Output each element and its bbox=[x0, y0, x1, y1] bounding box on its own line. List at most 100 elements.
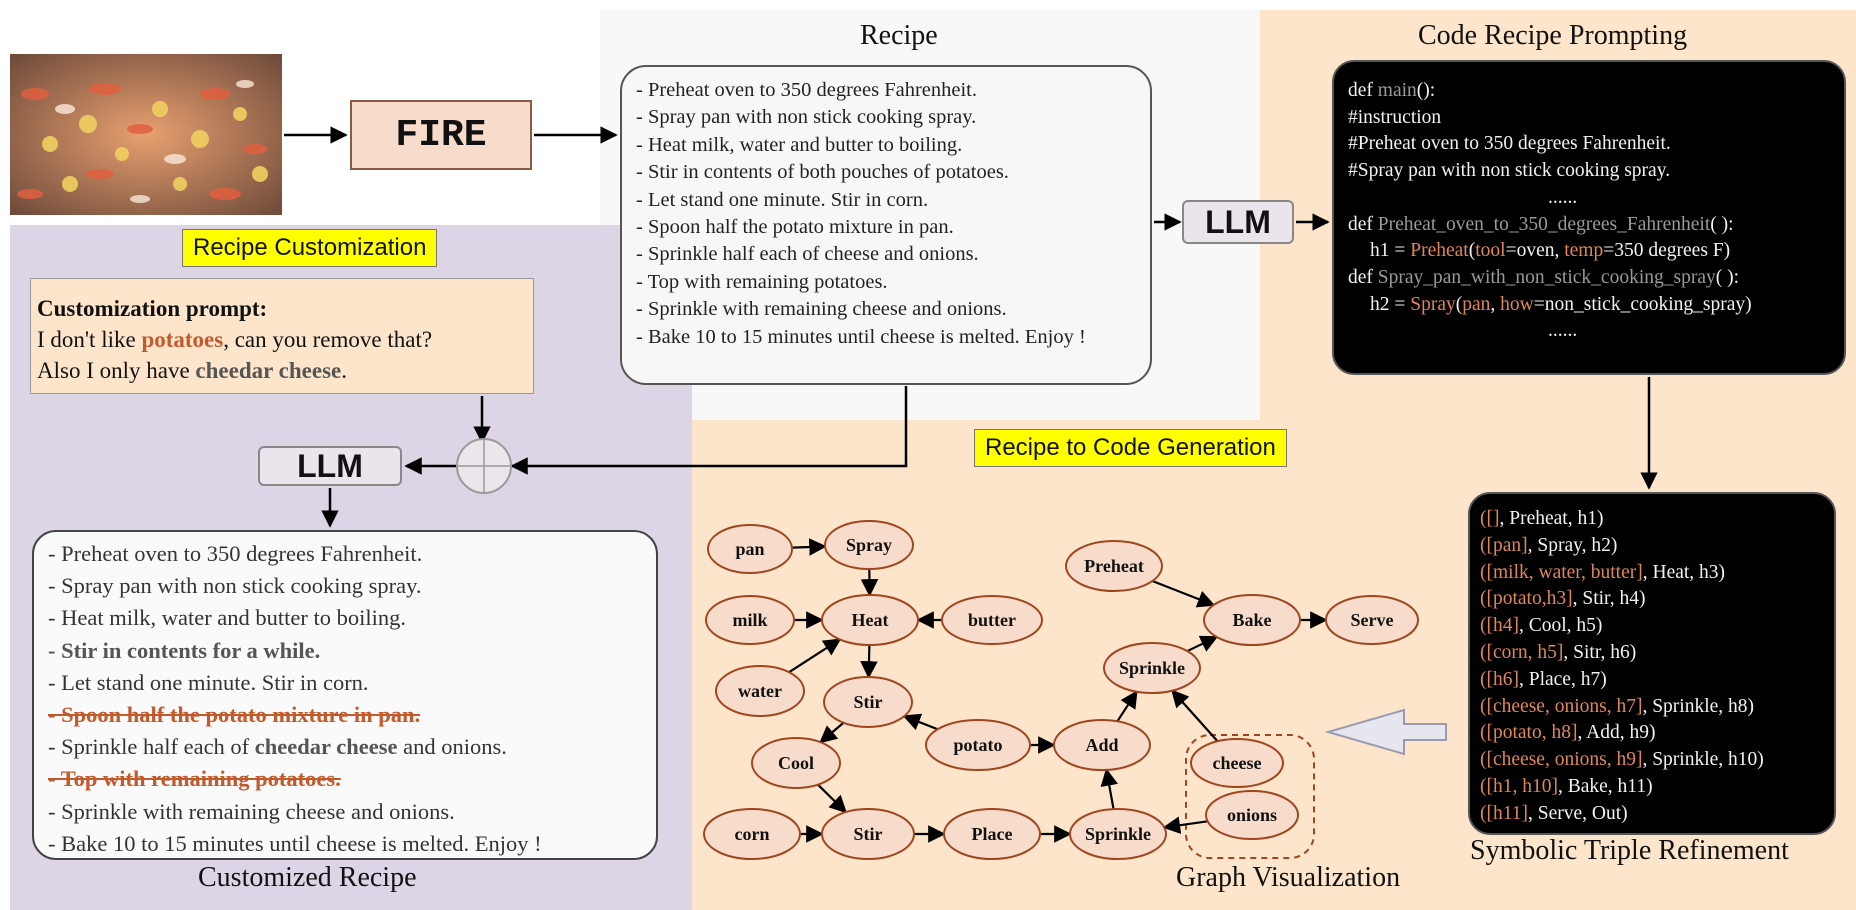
prompt-line: I don't like potatoes, can you remove th… bbox=[37, 327, 433, 352]
customized-recipe-title: Customized Recipe bbox=[198, 862, 417, 893]
symbolic-triple-title: Symbolic Triple Refinement bbox=[1470, 835, 1789, 866]
symbolic-triples-box: ([], Preheat, h1) ([pan], Spray, h2) ([m… bbox=[1468, 492, 1836, 835]
graph-node-bake: Bake bbox=[1203, 594, 1301, 646]
custom-line: - Sprinkle with remaining cheese and oni… bbox=[48, 798, 455, 824]
code-line: #Preheat oven to 350 degrees Fahrenheit. bbox=[1348, 133, 1671, 155]
graph-node-label: Add bbox=[1085, 735, 1118, 755]
graph-edge-preheat-bake bbox=[1151, 579, 1216, 608]
arrow-recipe-to-combiner bbox=[510, 386, 908, 475]
food-image bbox=[10, 54, 282, 215]
refine-arrow-icon bbox=[1324, 708, 1447, 756]
graph-node-sprinkle2: Sprinkle bbox=[1103, 642, 1201, 694]
triple-line: ([h11], Serve, Out) bbox=[1480, 802, 1628, 824]
recipe-line: - Top with remaining potatoes. bbox=[636, 270, 888, 293]
graph-node-water: water bbox=[715, 665, 805, 717]
customized-recipe-box: - Preheat oven to 350 degrees Fahrenheit… bbox=[32, 530, 658, 860]
graph-node-sprinkle1: Sprinkle bbox=[1069, 808, 1167, 860]
graph-node-label: milk bbox=[732, 610, 767, 630]
code-line: def Preheat_oven_to_350_degrees_Fahrenhe… bbox=[1348, 213, 1734, 235]
graph-node-label: Place bbox=[972, 824, 1013, 844]
code-line: #instruction bbox=[1348, 106, 1442, 128]
prompt-heading: Customization prompt: bbox=[37, 296, 268, 321]
recipe-line: - Spray pan with non stick cooking spray… bbox=[636, 106, 977, 129]
code-line: def main(): bbox=[1348, 80, 1436, 101]
graph-node-label: potato bbox=[954, 735, 1003, 755]
graph-node-label: Sprinkle bbox=[1119, 658, 1185, 678]
code-line: h2 = Spray(pan, how=non_stick_cooking_sp… bbox=[1370, 293, 1752, 315]
custom-line: - Preheat oven to 350 degrees Fahrenheit… bbox=[48, 541, 423, 566]
code-recipe-box: def main(): #instruction #Preheat oven t… bbox=[1332, 60, 1846, 375]
fire-model-box: FIRE bbox=[350, 100, 532, 170]
triple-line: ([potato, h8], Add, h9) bbox=[1480, 722, 1656, 744]
code-line: #Spray pan with non stick cooking spray. bbox=[1348, 160, 1671, 182]
triple-line: ([cheese, onions, h9], Sprinkle, h10) bbox=[1480, 749, 1764, 771]
graph-edge-cool-stir2 bbox=[817, 783, 848, 814]
recipe-line: - Bake 10 to 15 minutes until cheese is … bbox=[636, 325, 1086, 348]
combiner-circle bbox=[456, 438, 512, 494]
code-line: ...... bbox=[1548, 320, 1578, 342]
graph-node-label: Sprinkle bbox=[1085, 824, 1151, 844]
custom-line: - Stir in contents for a while. bbox=[48, 637, 321, 663]
graph-node-label: pan bbox=[735, 539, 764, 559]
recipe-line: - Sprinkle half each of cheese and onion… bbox=[636, 243, 979, 266]
triple-line: ([h1, h10], Bake, h11) bbox=[1480, 775, 1653, 797]
graph-node-label: Preheat bbox=[1084, 556, 1144, 576]
graph-node-onions: onions bbox=[1205, 790, 1299, 840]
customization-prompt-box: Customization prompt: I don't like potat… bbox=[30, 278, 534, 394]
code-line: h1 = Preheat(tool=oven, temp=350 degrees… bbox=[1370, 240, 1731, 262]
graph-node-label: Cool bbox=[778, 753, 814, 773]
graph-node-serve: Serve bbox=[1325, 595, 1419, 645]
triple-line: ([pan], Spray, h2) bbox=[1480, 534, 1618, 556]
custom-line: - Heat milk, water and butter to boiling… bbox=[48, 605, 407, 631]
code-line: def Spray_pan_with_non_stick_cooking_spr… bbox=[1348, 266, 1740, 288]
recipe-to-code-label: Recipe to Code Generation bbox=[974, 429, 1287, 467]
graph-node-label: Stir bbox=[854, 824, 883, 844]
recipe-title: Recipe bbox=[860, 20, 938, 51]
graph-node-label: Serve bbox=[1351, 610, 1394, 630]
graph-edge-add-sprinkle2 bbox=[1116, 690, 1138, 722]
custom-line: - Top with remaining potatoes. bbox=[48, 766, 341, 792]
recipe-line: - Sprinkle with remaining cheese and oni… bbox=[636, 298, 1007, 321]
graph-node-pan: pan bbox=[707, 524, 793, 574]
recipe-line: - Heat milk, water and butter to boiling… bbox=[636, 133, 963, 156]
recipe-line: - Let stand one minute. Stir in corn. bbox=[636, 188, 929, 211]
graph-edge-potato-stir1 bbox=[902, 713, 939, 731]
graph-edge-cheese-sprinkle2 bbox=[1171, 689, 1219, 742]
custom-line: - Spoon half the potato mixture in pan. bbox=[48, 702, 421, 728]
graph-node-preheat: Preheat bbox=[1065, 540, 1163, 592]
graph-edge-sprinkle1-add bbox=[1100, 768, 1118, 810]
graph-visualization-title: Graph Visualization bbox=[1176, 862, 1401, 893]
cheese-onions-group bbox=[1185, 734, 1315, 859]
graph-node-corn: corn bbox=[703, 808, 801, 860]
recipe-customization-label: Recipe Customization bbox=[182, 229, 438, 267]
graph-node-butter: butter bbox=[941, 595, 1043, 645]
graph-node-label: Bake bbox=[1232, 610, 1271, 630]
triple-line: ([milk, water, butter], Heat, h3) bbox=[1480, 561, 1726, 583]
graph-node-label: Stir bbox=[854, 692, 883, 712]
graph-node-potato: potato bbox=[925, 719, 1031, 771]
llm-box-customize: LLM bbox=[258, 446, 402, 486]
recipe-box: - Preheat oven to 350 degrees Fahrenheit… bbox=[620, 65, 1152, 385]
custom-line: - Sprinkle half each of cheedar cheese a… bbox=[48, 734, 507, 760]
graph-node-spray: Spray bbox=[824, 520, 914, 570]
triple-line: ([corn, h5], Sitr, h6) bbox=[1480, 641, 1637, 663]
triple-line: ([h6], Place, h7) bbox=[1480, 668, 1607, 690]
recipe-line: - Stir in contents of both pouches of po… bbox=[636, 161, 1009, 184]
custom-line: - Let stand one minute. Stir in corn. bbox=[48, 669, 369, 695]
code-prompting-title: Code Recipe Prompting bbox=[1418, 20, 1688, 51]
graph-edge-water-heat bbox=[788, 638, 842, 674]
graph-node-heat: Heat bbox=[821, 594, 919, 646]
graph-node-add: Add bbox=[1053, 719, 1151, 771]
graph-edge-heat-stir1 bbox=[860, 644, 878, 679]
graph-node-label: onions bbox=[1227, 805, 1277, 825]
triple-line: ([], Preheat, h1) bbox=[1480, 508, 1604, 529]
graph-node-place: Place bbox=[943, 808, 1041, 860]
graph-node-label: Spray bbox=[846, 535, 892, 555]
graph-edge-sprinkle2-bake bbox=[1186, 635, 1219, 653]
graph-node-milk: milk bbox=[705, 595, 795, 645]
graph-node-label: butter bbox=[968, 610, 1016, 630]
graph-edge-pan-spray bbox=[791, 538, 827, 556]
graph-edge-stir1-cool bbox=[819, 721, 845, 744]
triple-line: ([cheese, onions, h7], Sprinkle, h8) bbox=[1480, 695, 1755, 717]
